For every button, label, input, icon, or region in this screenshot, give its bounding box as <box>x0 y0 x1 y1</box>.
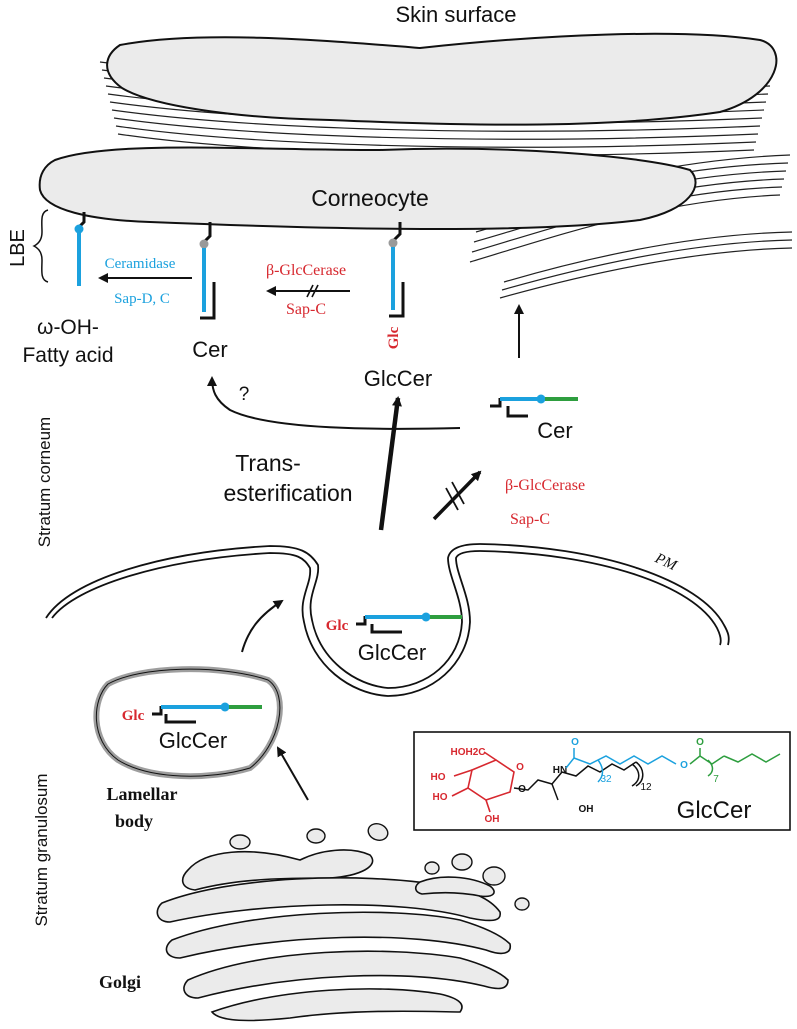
lbe-brace <box>32 209 49 283</box>
golgi-cisternae <box>156 849 511 1022</box>
stratum-corneum-label: Stratum corneum <box>35 417 54 547</box>
sap-c-mid-label: Sap-C <box>510 511 550 528</box>
omega-oh-fatty-acid-mark <box>74 212 86 286</box>
lb-glccer-mark <box>152 702 262 724</box>
arrow-to-pm <box>241 599 284 653</box>
arrow-to-lamellar-body <box>277 746 309 801</box>
corneocyte <box>38 146 697 230</box>
blocked-glccerase-arrow <box>432 470 482 521</box>
oh-ring-label: OH <box>485 814 500 825</box>
skin-surface-label: Skin surface <box>395 2 516 27</box>
glc-vertical-label: Glc <box>386 326 402 349</box>
block-mark-1 <box>445 487 459 511</box>
golgi-vesicles <box>229 823 530 911</box>
lbe-label: LBE <box>7 229 29 267</box>
oh-label: OH <box>579 804 594 815</box>
glccer-structure-box <box>413 731 791 831</box>
sap-dc-label: Sap-D, C <box>114 291 170 307</box>
glccer-mid-label: GlcCer <box>364 366 432 391</box>
green-linoleate-chain <box>689 748 781 777</box>
stratum-granulosum-label: Stratum granulosum <box>32 773 51 926</box>
hoh2c-label: HOH2C <box>450 747 485 758</box>
ho1-label: HO <box>431 772 446 783</box>
cer-left-label: Cer <box>192 337 227 362</box>
struct-32-label: 32 <box>600 774 612 785</box>
struct-12-label: 12 <box>640 782 652 793</box>
pm-label: PM <box>652 550 681 575</box>
plasma-membrane <box>45 543 730 697</box>
ho2-label: HO <box>433 792 448 803</box>
block-mark-2 <box>451 481 465 505</box>
glccerase-top-block-2 <box>311 284 319 298</box>
o-amide-label: O <box>571 737 579 748</box>
ceramidase-label: Ceramidase <box>105 256 176 272</box>
glucose-ring <box>451 751 515 813</box>
sap-c-top-label: Sap-C <box>286 301 326 318</box>
main-up-arrow <box>378 396 402 531</box>
fatty-acid-label: Fatty acid <box>22 344 113 367</box>
cer-right-label: Cer <box>537 418 572 443</box>
lamellar-label: Lamellar <box>107 784 178 804</box>
lamellar-body-outline <box>96 668 281 777</box>
pm-glccer-mark <box>356 612 462 634</box>
struct-name-label: GlcCer <box>677 797 752 824</box>
trans-label: Trans- <box>235 450 301 476</box>
bound-glccer-mark <box>388 222 405 318</box>
struct-7-label: 7 <box>713 774 719 785</box>
bound-ceramide-mark <box>199 222 216 320</box>
o-ring-label: O <box>516 762 524 773</box>
question-label: ? <box>239 384 250 405</box>
hn-label: HN <box>553 765 567 776</box>
upper-corneocyte <box>106 32 778 126</box>
curved-arrow-to-cer <box>207 376 461 430</box>
o-ester1-label: O <box>680 760 688 771</box>
beta-glccerase-mid-label: β-GlcCerase <box>505 477 585 494</box>
glccerase-top-block <box>306 284 314 298</box>
glc-lb-label: Glc <box>122 708 145 724</box>
free-ceramide-mark <box>490 394 578 418</box>
corneocyte-label: Corneocyte <box>311 185 429 211</box>
golgi-label: Golgi <box>99 972 141 992</box>
glc-pm-label: Glc <box>326 618 349 634</box>
glccer-lb-label: GlcCer <box>159 728 227 753</box>
blue-fatty-chain <box>565 748 677 783</box>
beta-glccerase-top-label: β-GlcCerase <box>266 262 346 279</box>
omega-oh-label: ω-OH- <box>37 316 99 339</box>
sphingoid-backbone <box>513 761 644 801</box>
esterification-label: esterification <box>223 480 352 506</box>
glccer-pm-label: GlcCer <box>358 640 426 665</box>
o-ester2-label: O <box>696 737 704 748</box>
body-label: body <box>115 811 153 831</box>
